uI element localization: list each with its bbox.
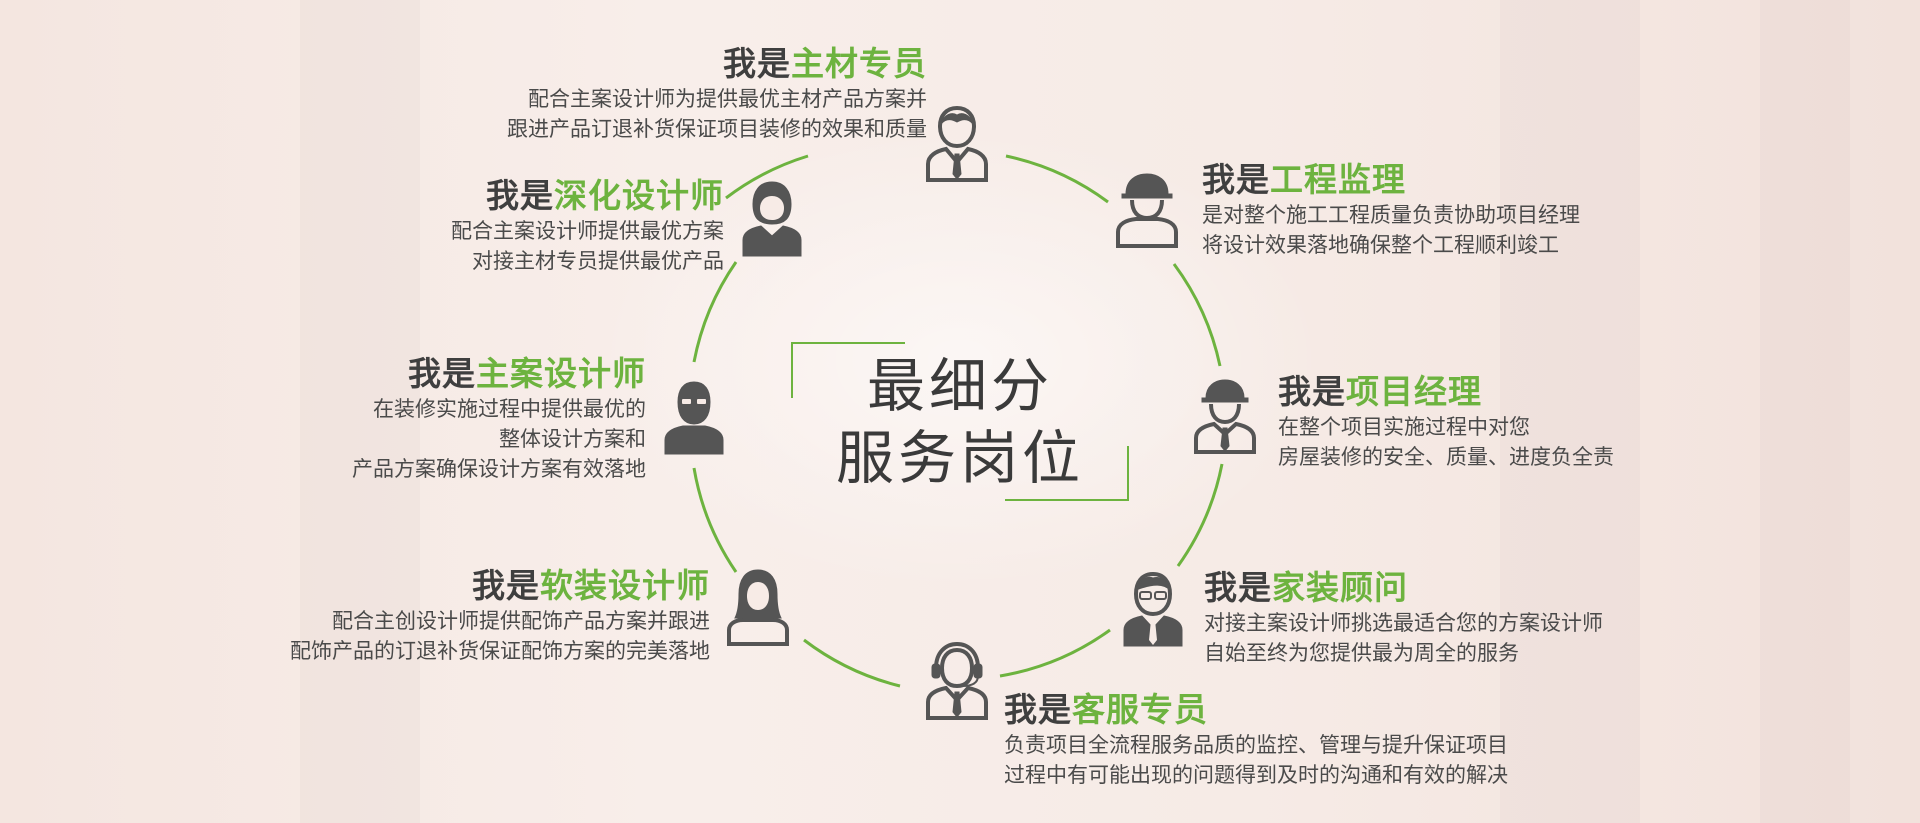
role-description-line: 整体设计方案和	[499, 427, 646, 451]
bracket-bottom-right	[1005, 446, 1129, 501]
role-title: 家装顾问	[1272, 568, 1408, 607]
role-title: 主材专员	[791, 44, 927, 83]
role-heading: 我是软装设计师	[290, 566, 710, 606]
center-brackets	[791, 342, 1129, 501]
role-engineering-supervisor: 我是工程监理 是对整个施工工程质量负责协助项目经理 将设计效果落地确保整个工程顺…	[1202, 160, 1580, 260]
role-description-line: 配合主创设计师提供配饰产品方案并跟进	[332, 609, 710, 633]
role-title: 项目经理	[1346, 372, 1482, 411]
role-home-consultant: 我是家装顾问 对接主案设计师挑选最适合您的方案设计师 自始至终为您提供最为周全的…	[1204, 568, 1603, 668]
role-description-line: 配饰产品的订退补货保证配饰方案的完美落地	[290, 639, 710, 663]
role-description-line: 配合主案设计师提供最优方案	[451, 219, 724, 243]
role-description-line: 在装修实施过程中提供最优的	[373, 397, 646, 421]
background-column	[1500, 0, 1640, 823]
role-prefix: 我是	[1202, 160, 1270, 199]
ring-arc	[1176, 463, 1224, 567]
hardhat-tie-icon	[1194, 379, 1256, 454]
role-title: 深化设计师	[554, 176, 724, 215]
role-description-line: 对接主案设计师挑选最适合您的方案设计师	[1204, 611, 1603, 635]
role-description-line: 产品方案确保设计方案有效落地	[352, 457, 646, 481]
role-description-line: 跟进产品订退补货保证项目装修的效果和质量	[507, 117, 927, 141]
role-heading: 我是客服专员	[1004, 690, 1508, 730]
role-main-material: 我是主材专员 配合主案设计师为提供最优主材产品方案并 跟进产品订退补货保证项目装…	[507, 44, 927, 144]
center-title-line1: 最细分	[866, 352, 1053, 420]
role-heading: 我是主材专员	[507, 44, 927, 84]
role-description-line: 配合主案设计师为提供最优主材产品方案并	[528, 87, 927, 111]
role-deep-designer: 我是深化设计师 配合主案设计师提供最优方案 对接主材专员提供最优产品	[451, 176, 724, 276]
role-lead-designer: 我是主案设计师 在装修实施过程中提供最优的 整体设计方案和 产品方案确保设计方案…	[352, 354, 646, 484]
background-column	[1760, 0, 1850, 823]
role-title: 工程监理	[1270, 160, 1406, 199]
ring-arc	[692, 467, 738, 573]
role-prefix: 我是	[472, 566, 540, 605]
ring-arc	[1172, 263, 1222, 367]
role-prefix: 我是	[408, 354, 476, 393]
role-heading: 我是家装顾问	[1204, 568, 1603, 608]
ring-arcs	[692, 154, 1224, 688]
ring-arc	[999, 628, 1111, 678]
role-heading: 我是项目经理	[1278, 372, 1614, 412]
role-description-line: 过程中有可能出现的问题得到及时的沟通和有效的解决	[1004, 763, 1508, 787]
role-prefix: 我是	[486, 176, 554, 215]
ring-arc	[725, 154, 809, 200]
long-hair-woman-icon	[727, 569, 789, 646]
ring-arc	[803, 638, 901, 688]
role-description-line: 将设计效果落地确保整个工程顺利竣工	[1202, 233, 1559, 257]
role-customer-service: 我是客服专员 负责项目全流程服务品质的监控、管理与提升保证项目 过程中有可能出现…	[1004, 690, 1508, 790]
role-description-line: 房屋装修的安全、质量、进度负全责	[1278, 445, 1614, 469]
role-project-manager: 我是项目经理 在整个项目实施过程中对您 房屋装修的安全、质量、进度负全责	[1278, 372, 1614, 472]
ring-arc	[1005, 154, 1109, 204]
ring-arc	[692, 261, 738, 363]
role-description-line: 对接主材专员提供最优产品	[472, 249, 724, 273]
person-tie-icon	[926, 105, 988, 182]
role-soft-decor-designer: 我是软装设计师 配合主创设计师提供配饰产品方案并跟进 配饰产品的订退补货保证配饰…	[290, 566, 710, 666]
role-prefix: 我是	[1278, 372, 1346, 411]
center-title: 最细分 服务岗位	[820, 350, 1100, 494]
role-description-line: 在整个项目实施过程中对您	[1278, 415, 1530, 439]
role-prefix: 我是	[1204, 568, 1272, 607]
role-description-line: 自始至终为您提供最为周全的服务	[1204, 641, 1519, 665]
person-woman-icon	[742, 181, 802, 257]
background-column	[300, 0, 420, 823]
role-title: 客服专员	[1072, 690, 1208, 729]
bearded-glasses-icon	[664, 381, 724, 455]
role-heading: 我是主案设计师	[352, 354, 646, 394]
role-heading: 我是工程监理	[1202, 160, 1580, 200]
role-description-line: 是对整个施工工程质量负责协助项目经理	[1202, 203, 1580, 227]
role-prefix: 我是	[723, 44, 791, 83]
role-title: 软装设计师	[540, 566, 710, 605]
role-heading: 我是深化设计师	[451, 176, 724, 216]
headset-person-icon	[926, 641, 988, 720]
role-title: 主案设计师	[476, 354, 646, 393]
role-description-line: 负责项目全流程服务品质的监控、管理与提升保证项目	[1004, 733, 1508, 757]
center-title-line2: 服务岗位	[835, 424, 1084, 492]
hardhat-person-icon	[1116, 173, 1178, 248]
glasses-tie-icon	[1123, 571, 1183, 647]
bracket-top-left	[791, 342, 905, 398]
role-prefix: 我是	[1004, 690, 1072, 729]
